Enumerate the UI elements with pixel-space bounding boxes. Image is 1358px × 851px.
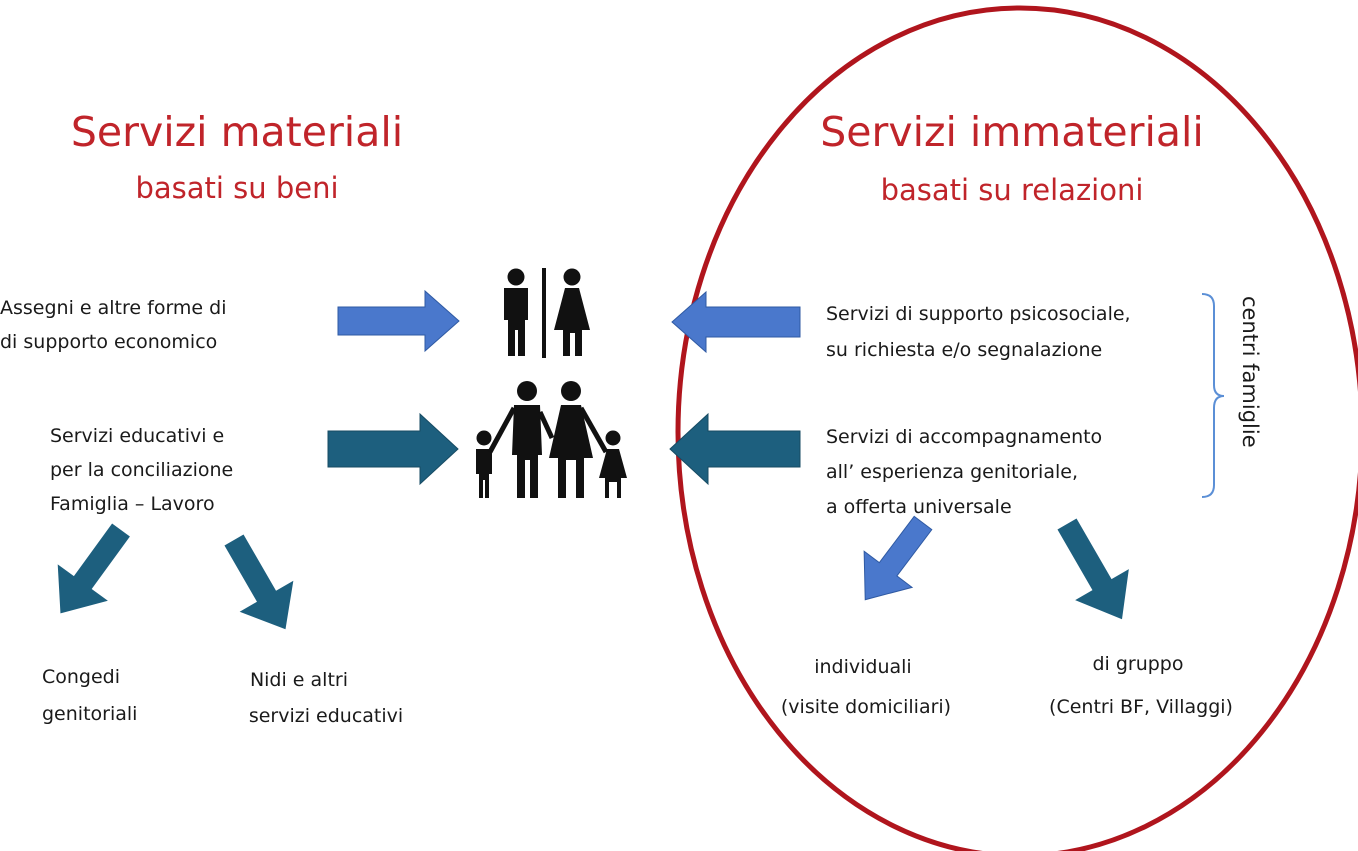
right-title: Servizi immateriali (820, 108, 1204, 156)
left-outcome1-line2: genitoriali (42, 703, 137, 725)
highlight-circle (675, 5, 1358, 851)
arrow-down-gruppo (1057, 518, 1129, 620)
left-item2-line1: Servizi educativi e (50, 425, 224, 447)
left-item1-line2: di supporto economico (0, 331, 217, 353)
arrow-down-congedi (57, 523, 130, 614)
curly-bracket (1201, 293, 1225, 498)
arrow-right-1 (337, 289, 460, 353)
centri-famiglie-label: centri famiglie (1238, 296, 1262, 448)
arrow-down-nidi (224, 534, 294, 630)
right-item2-text: Servizi di accompagnamento all’ esperien… (826, 426, 1108, 518)
left-title: Servizi materiali (71, 108, 403, 156)
left-item2-text: Servizi educativi e per la conciliazione… (50, 425, 239, 515)
left-outcome2-line1: Nidi e altri (250, 669, 348, 691)
right-outcome1-line1: individuali (814, 656, 912, 678)
right-outcome1-text: individuali (visite domiciliari) (781, 656, 951, 718)
arrow-down-individuali (863, 515, 933, 601)
right-item2-line3: a offerta universale (826, 496, 1012, 518)
left-item1-text: Assegni e altre forme di di supporto eco… (0, 297, 233, 353)
arrow-left-1 (671, 290, 801, 354)
right-item1-line1: Servizi di supporto psicosociale, (826, 303, 1131, 325)
arrow-left-2 (669, 412, 801, 486)
right-outcome2-line2: (Centri BF, Villaggi) (1049, 696, 1233, 718)
left-item2-line2: per la conciliazione (50, 459, 233, 481)
left-outcome2-line2: servizi educativi (249, 705, 403, 727)
right-subtitle: basati su relazioni (881, 173, 1144, 207)
right-outcome2-text: di gruppo (Centri BF, Villaggi) (1049, 653, 1233, 718)
left-outcome1-line1: Congedi (42, 666, 120, 688)
right-item1-line2: su richiesta e/o segnalazione (826, 339, 1102, 361)
arrow-right-2 (327, 412, 459, 486)
right-outcome1-line2: (visite domiciliari) (781, 696, 951, 718)
right-item1-text: Servizi di supporto psicosociale, su ric… (826, 303, 1137, 361)
left-item2-line3: Famiglia – Lavoro (50, 493, 215, 515)
man-woman-restroom-icon (504, 268, 590, 358)
left-item1-line1: Assegni e altre forme di (0, 297, 227, 319)
left-outcome2-text: Nidi e altri servizi educativi (249, 669, 403, 727)
right-outcome2-line1: di gruppo (1092, 653, 1183, 675)
left-subtitle: basati su beni (135, 171, 338, 205)
family-with-children-icon (476, 381, 627, 498)
right-item2-line2: all’ esperienza genitoriale, (826, 461, 1078, 483)
left-outcome1-text: Congedi genitoriali (42, 666, 137, 725)
right-item2-line1: Servizi di accompagnamento (826, 426, 1102, 448)
